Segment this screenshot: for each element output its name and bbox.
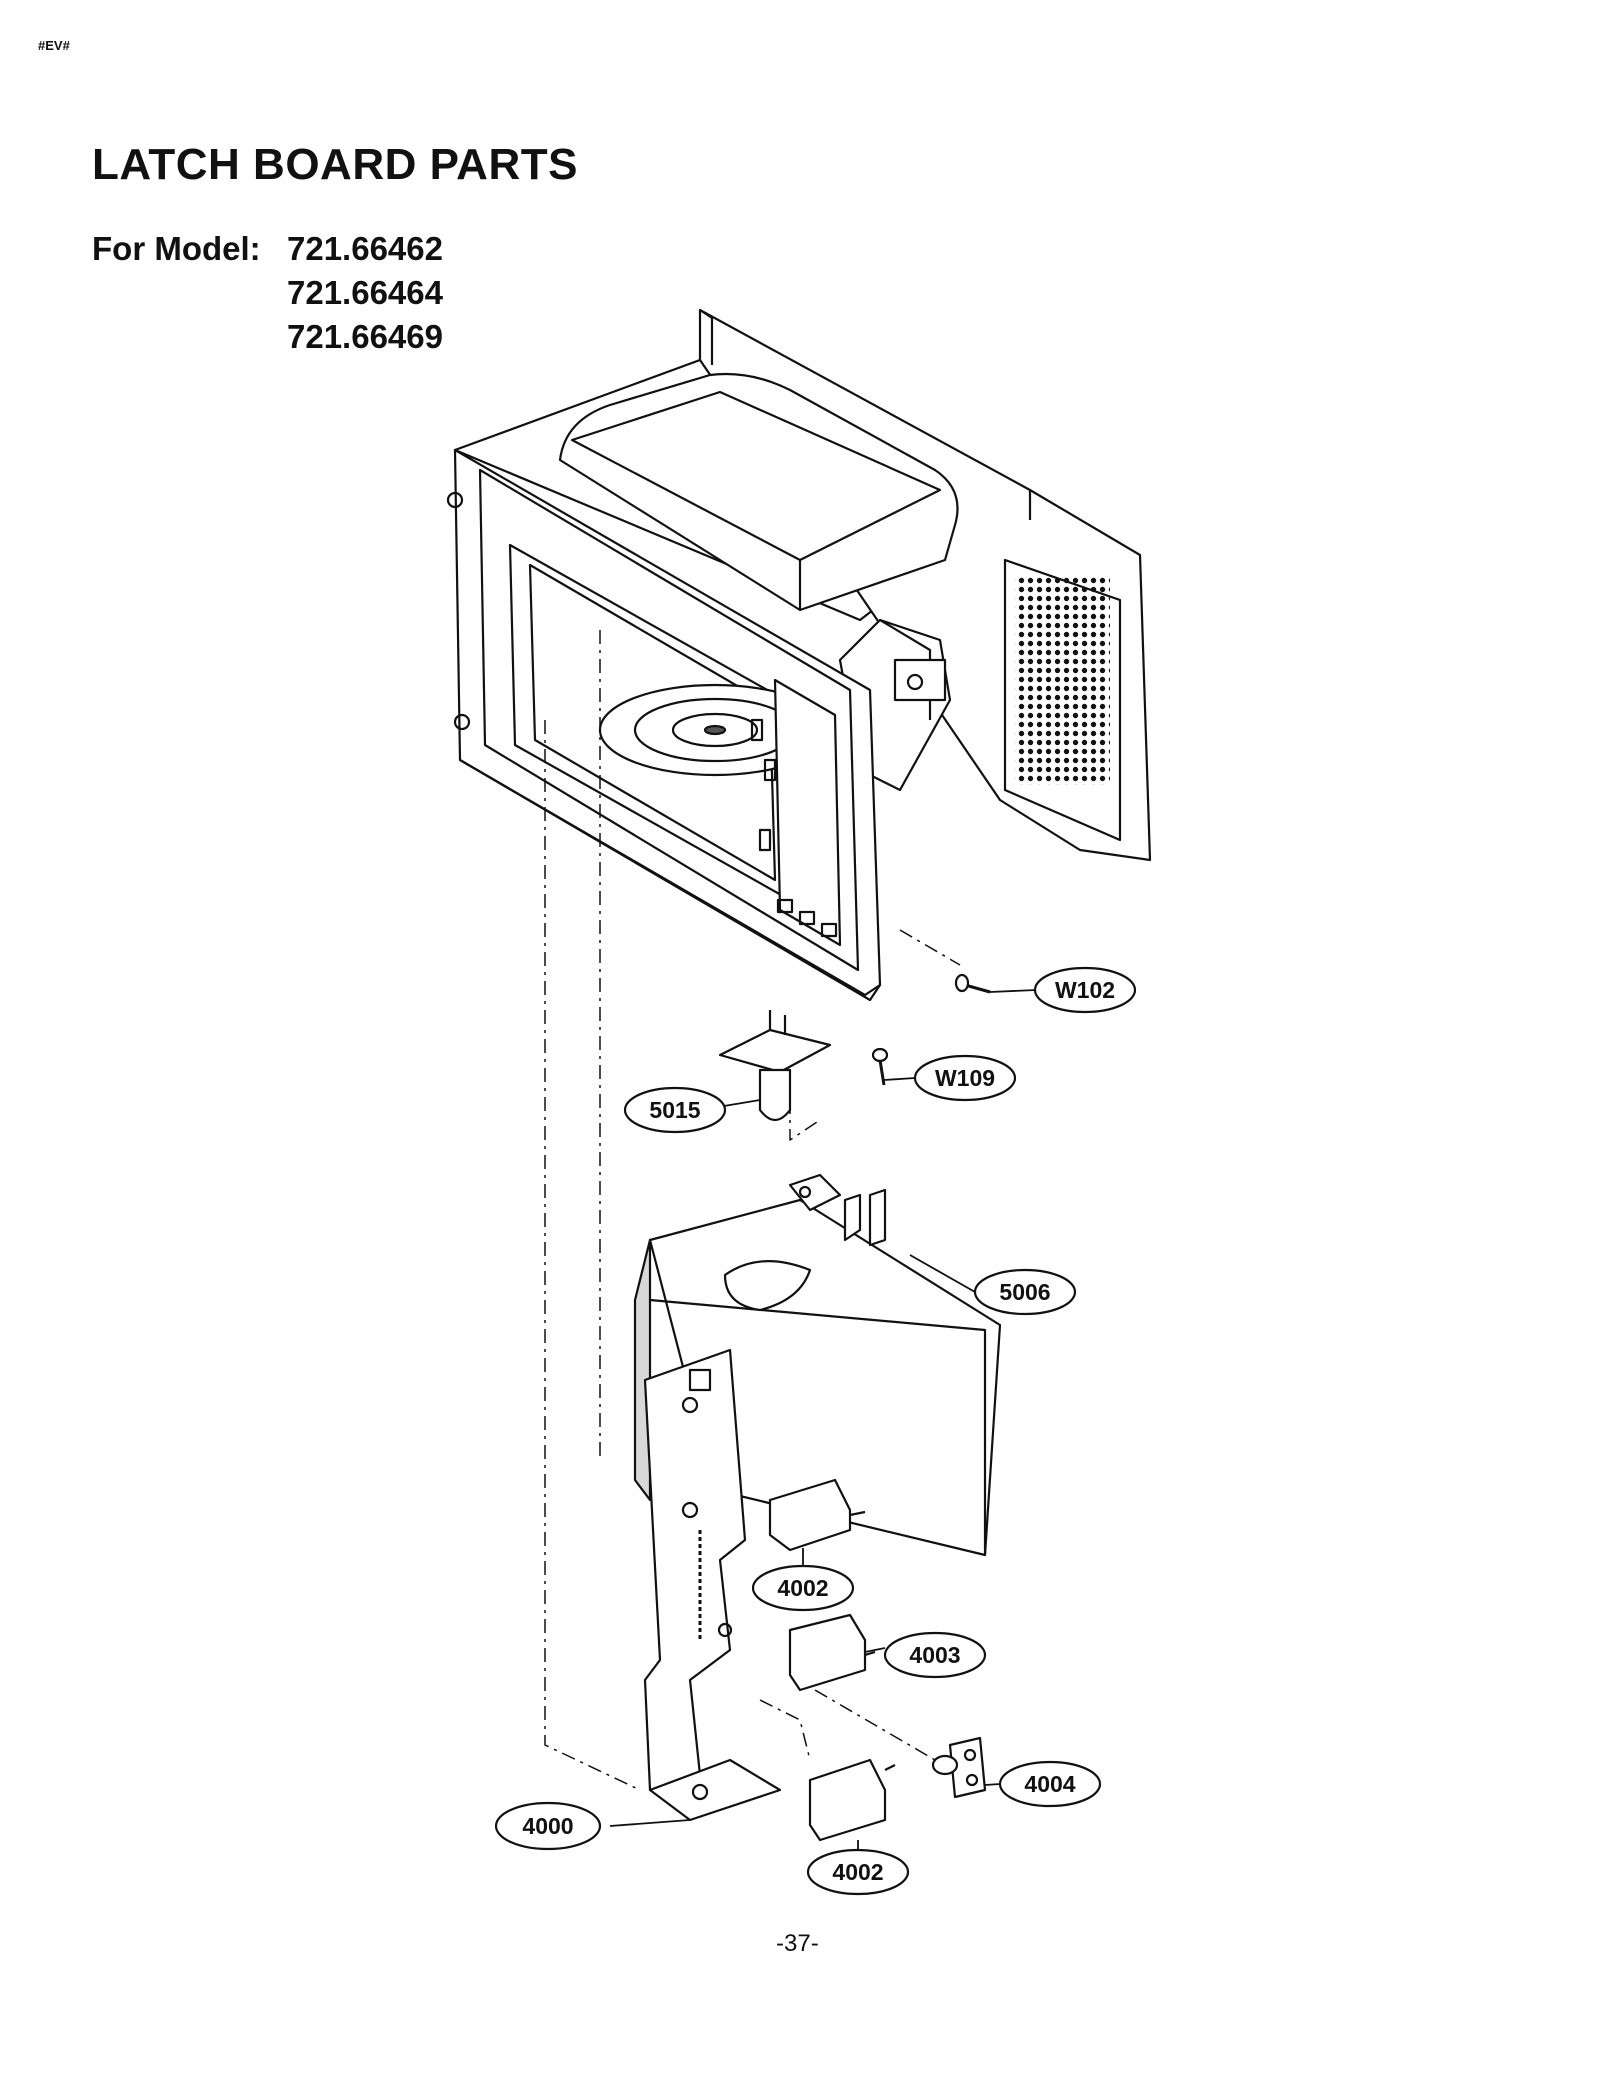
callout-label-4004: 4004: [1024, 1771, 1075, 1797]
callout-4003: 4003: [883, 1631, 987, 1679]
screw-w102: [954, 973, 991, 994]
callout-label-4003: 4003: [909, 1642, 960, 1668]
callout-5015: 5015: [623, 1086, 727, 1134]
switch-4003: [788, 1613, 876, 1692]
document-code: #EV#: [38, 38, 70, 53]
callout-label-w102: W102: [1055, 977, 1115, 1003]
callout-label-4000: 4000: [522, 1813, 573, 1839]
callout-leaders: [609, 989, 1037, 1850]
callout-4000: 4000: [494, 1801, 602, 1851]
switch-4002-upper: [768, 1478, 866, 1552]
callout-4002-upper: 4002: [751, 1564, 855, 1612]
page-number: -37-: [776, 1930, 819, 1957]
callout-label-5006: 5006: [999, 1279, 1050, 1305]
lamp-5015: [718, 1010, 832, 1122]
callout-label-4002-upper: 4002: [777, 1575, 828, 1601]
model-label: For Model:: [92, 230, 261, 267]
callout-w109: W109: [913, 1054, 1017, 1102]
callout-label-4002-lower: 4002: [832, 1859, 883, 1885]
latch-lever-4000: [643, 1348, 782, 1822]
callout-5006: 5006: [973, 1268, 1077, 1316]
callout-w102: W102: [1033, 966, 1137, 1014]
callout-4002-lower: 4002: [806, 1848, 910, 1896]
callout-4004: 4004: [998, 1760, 1102, 1808]
bracket-4004: [931, 1736, 987, 1799]
model-number-2: 721.66464: [287, 274, 443, 311]
callout-label-5015: 5015: [649, 1097, 700, 1123]
screw-w109: [871, 1047, 889, 1086]
page-title: LATCH BOARD PARTS: [92, 140, 578, 189]
model-number-1: 721.66462: [287, 230, 443, 267]
switch-4002-lower: [808, 1758, 896, 1842]
oven-cavity-assembly: [446, 308, 1152, 1002]
model-number-3: 721.66469: [287, 318, 443, 355]
callout-label-w109: W109: [935, 1065, 995, 1091]
